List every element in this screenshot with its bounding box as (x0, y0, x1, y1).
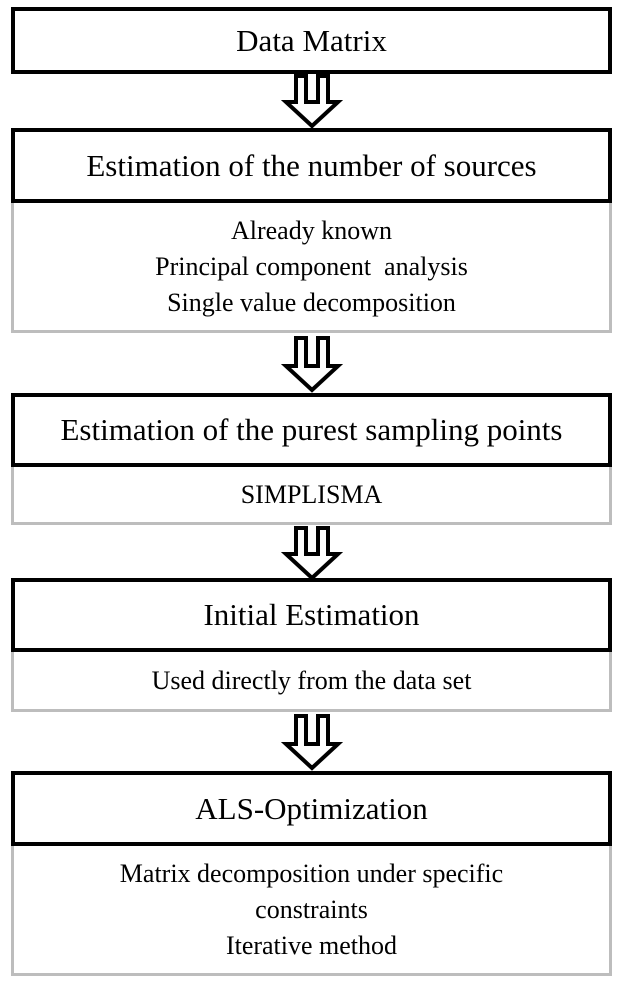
step-title: Estimation of the purest sampling points (60, 412, 563, 447)
step-als-optimization-details: Matrix decomposition under specific cons… (11, 846, 612, 976)
detail-line: Principal component analysis (155, 251, 468, 281)
detail-line: Single value decomposition (167, 287, 456, 317)
detail-line: Matrix decomposition under specific (119, 858, 504, 888)
down-arrow-icon (280, 74, 344, 129)
step-purest-sampling-points: Estimation of the purest sampling points (11, 393, 612, 467)
detail-line: Already known (230, 215, 392, 245)
detail-line: Used directly from the data set (151, 665, 472, 695)
step-estimation-sources: Estimation of the number of sources (11, 128, 612, 203)
detail-line: constraints (255, 894, 368, 924)
down-arrow-icon (280, 714, 344, 771)
step-title: Estimation of the number of sources (86, 147, 537, 183)
step-title: ALS-Optimization (195, 790, 428, 826)
detail-line: SIMPLISMA (240, 479, 383, 509)
step-als-optimization: ALS-Optimization (11, 771, 612, 846)
step-title: Data Matrix (236, 22, 387, 58)
step-initial-estimation: Initial Estimation (11, 578, 612, 652)
step-initial-estimation-details: Used directly from the data set (11, 652, 612, 712)
step-estimation-sources-details: Already known Principal component analys… (11, 203, 612, 333)
step-data-matrix: Data Matrix (11, 7, 612, 74)
step-title: Initial Estimation (203, 597, 420, 632)
down-arrow-icon (280, 336, 344, 393)
down-arrow-icon (280, 526, 344, 581)
step-purest-sampling-points-details: SIMPLISMA (11, 467, 612, 525)
detail-line: Iterative method (225, 930, 398, 960)
